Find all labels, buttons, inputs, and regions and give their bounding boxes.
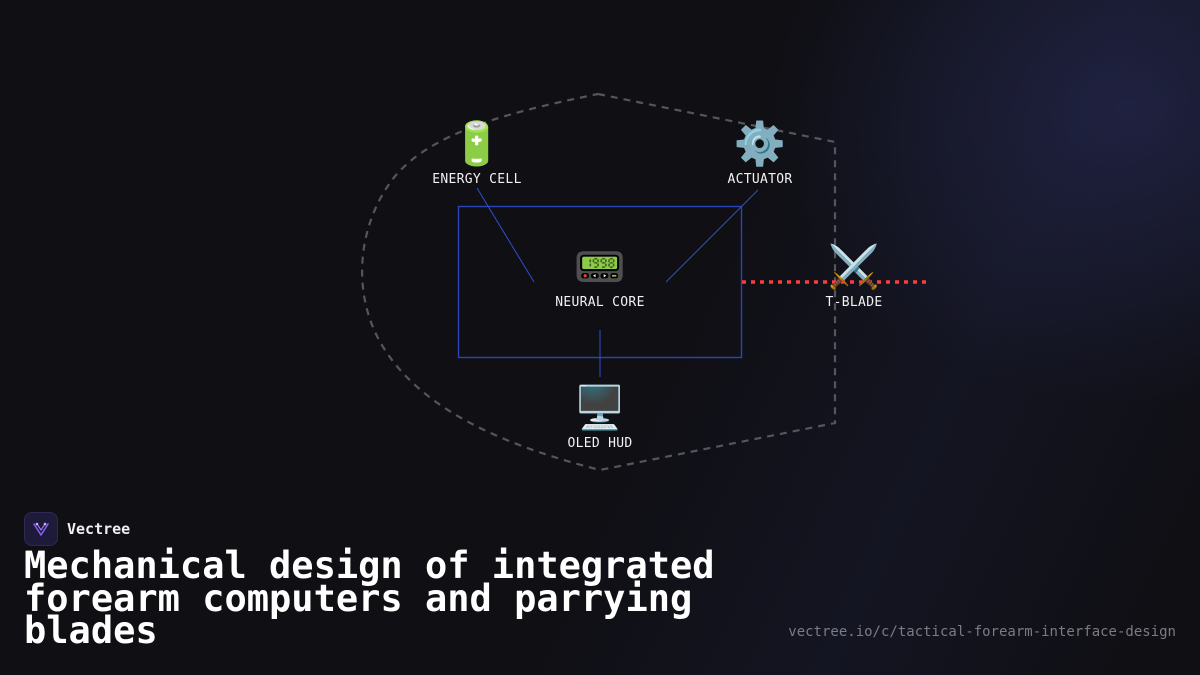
node-actuator: ⚙️ ACTUATOR <box>727 119 793 188</box>
node-energy-cell: 🔋 ENERGY CELL <box>432 119 522 188</box>
node-label: NEURAL CORE <box>555 295 645 310</box>
vectree-logo-icon <box>24 512 58 546</box>
node-t-blade: ⚔️ T-BLADE <box>825 242 883 311</box>
monitor-icon: 🖥️ <box>573 383 627 432</box>
node-oled-hud: 🖥️ OLED HUD <box>567 383 633 452</box>
crossed-swords-icon: ⚔️ <box>827 242 881 291</box>
brand[interactable]: Vectree <box>24 512 130 546</box>
battery-icon: 🔋 <box>450 119 504 168</box>
edge-energy-cell-neural-core <box>476 187 535 283</box>
node-neural-core: 📟 NEURAL CORE <box>555 242 645 311</box>
node-label: T-BLADE <box>825 295 883 310</box>
forearm-outline <box>361 92 837 472</box>
edge-actuator-neural-core <box>665 189 759 283</box>
node-label: ENERGY CELL <box>432 172 522 187</box>
page-title: Mechanical design of integrated forearm … <box>24 544 715 652</box>
node-label: ACTUATOR <box>727 172 793 187</box>
pager-icon: 📟 <box>573 242 627 291</box>
page-url[interactable]: vectree.io/c/tactical-forearm-interface-… <box>788 624 1176 640</box>
brand-name: Vectree <box>67 520 131 538</box>
node-label: OLED HUD <box>567 436 633 451</box>
gear-icon: ⚙️ <box>733 119 787 168</box>
